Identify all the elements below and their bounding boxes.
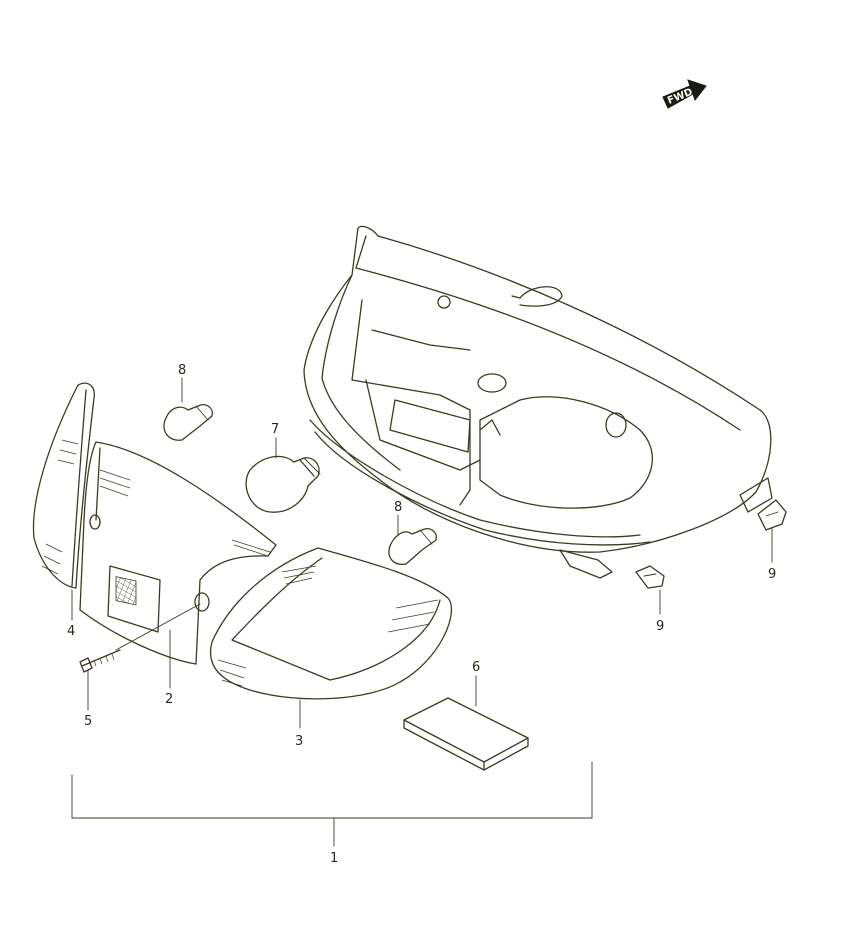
assembly-bracket	[71, 761, 593, 847]
callout-7: 7	[271, 422, 279, 437]
turn-signal-lens	[209, 547, 453, 700]
lamp-housing	[303, 225, 773, 579]
large-bulb	[245, 455, 321, 513]
leader-lines	[71, 377, 773, 729]
callout-9-middle: 9	[656, 619, 664, 634]
screw	[79, 649, 121, 673]
center-lens-panel	[79, 441, 277, 665]
callout-8-upper: 8	[178, 363, 186, 378]
fwd-arrow-icon: FWD	[662, 79, 707, 109]
callout-5: 5	[84, 714, 92, 729]
callout-4: 4	[67, 624, 75, 639]
small-bulb-lower	[388, 528, 437, 565]
callout-9-right: 9	[768, 567, 776, 582]
clip-middle	[635, 565, 665, 589]
callout-8-lower: 8	[394, 500, 402, 515]
callout-3: 3	[295, 734, 303, 749]
callout-1: 1	[330, 851, 338, 866]
callout-6: 6	[472, 660, 480, 675]
callouts: 1 2 3 4 5 6 7 8 8 9 9	[67, 363, 776, 866]
clip-right	[757, 499, 787, 531]
small-bulb-upper	[163, 404, 213, 441]
side-reflector	[32, 382, 95, 589]
pad	[403, 697, 529, 771]
callout-2: 2	[165, 692, 173, 707]
